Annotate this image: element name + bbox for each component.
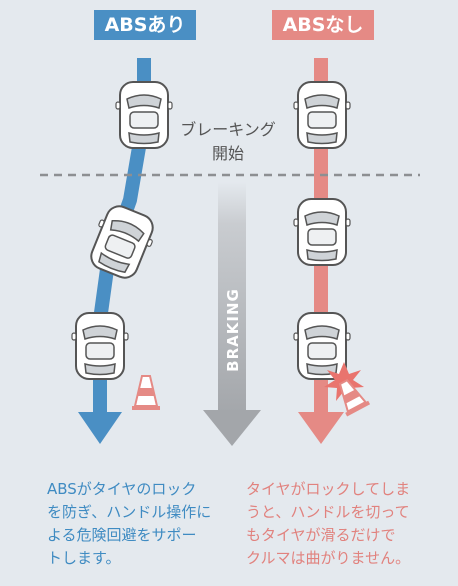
noabs-car-braking (293, 198, 351, 266)
abs-car-avoiding (71, 312, 129, 380)
abs-on-caption: ABSがタイヤのロック を防ぎ、ハンドル操作に よる危険回避をサポー トします。 (47, 478, 232, 570)
abs-on-caption-line: よる危険回避をサポー (47, 526, 197, 544)
abs-car-before (115, 81, 173, 149)
braking-arrow-text: BRAKING (224, 288, 242, 372)
abs-off-arrowhead (298, 412, 344, 444)
abs-on-arrowhead (78, 412, 122, 444)
traffic-cone-hit-icon (338, 378, 371, 417)
abs-car-turning (82, 199, 162, 285)
abs-off-caption-line: うと、ハンドルを切って (246, 503, 410, 521)
abs-on-label: ABSあり (94, 10, 196, 40)
abs-off-caption-line: もタイヤが滑るだけで (246, 526, 396, 544)
abs-on-caption-line: ABSがタイヤのロック (47, 480, 197, 498)
abs-off-caption-line: クルマは曲がりません。 (246, 549, 411, 567)
abs-off-label: ABSなし (272, 10, 374, 40)
braking-start-line1: ブレーキング (180, 120, 276, 139)
abs-on-caption-line: トします。 (47, 549, 121, 567)
abs-on-caption-line: を防ぎ、ハンドル操作に (47, 503, 212, 521)
braking-arrow: BRAKING (203, 182, 261, 446)
braking-start-line2: 開始 (211, 144, 244, 163)
abs-off-caption: タイヤがロックしてしま うと、ハンドルを切って もタイヤが滑るだけで クルマは曲… (246, 478, 431, 570)
traffic-cone-icon (132, 375, 160, 410)
braking-start-label: ブレーキング 開始 (168, 118, 288, 166)
abs-off-caption-line: タイヤがロックしてしま (246, 480, 411, 498)
noabs-car-before (293, 81, 351, 149)
